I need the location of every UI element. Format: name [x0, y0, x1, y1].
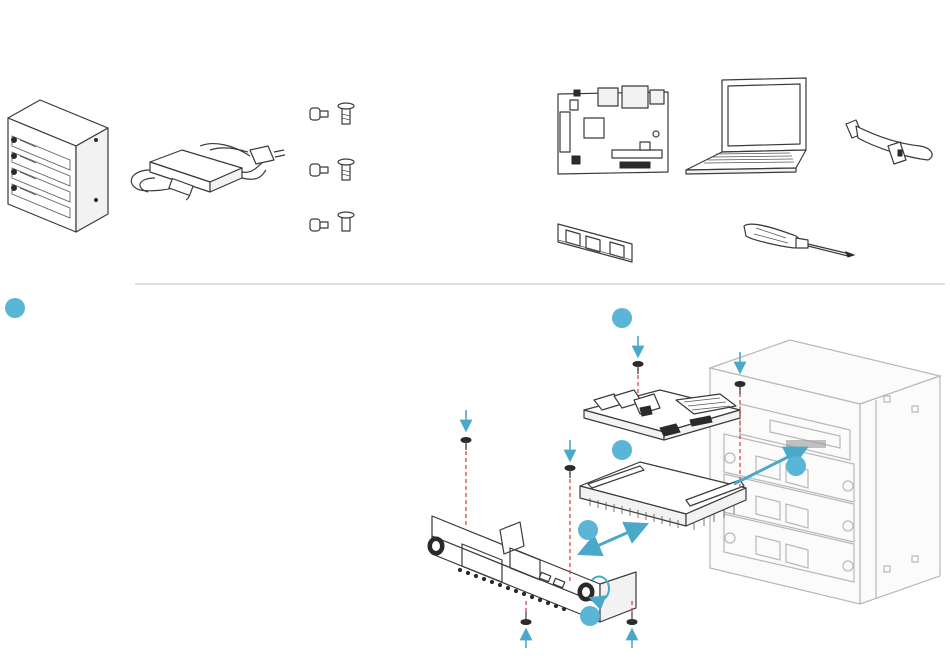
screwdriver-icon — [744, 224, 854, 257]
step-marker-main — [5, 298, 25, 318]
enclosure-chassis-icon — [8, 100, 108, 232]
screws-set-icon — [310, 103, 354, 231]
step-marker — [578, 520, 598, 540]
laptop-icon — [686, 78, 806, 174]
memory-module-icon — [558, 224, 632, 262]
step-marker — [580, 606, 600, 626]
enclosure-chassis-ghost — [710, 340, 940, 604]
thumbscrew-right — [578, 583, 594, 601]
power-adapter-icon — [131, 144, 285, 200]
front-panel-bracket — [428, 516, 636, 622]
thumbscrew-left — [428, 537, 444, 555]
sata-cable-icon — [846, 120, 932, 164]
motherboard-icon — [558, 86, 668, 174]
step-marker — [786, 456, 806, 476]
step-marker — [612, 308, 632, 328]
step-marker — [612, 440, 632, 460]
